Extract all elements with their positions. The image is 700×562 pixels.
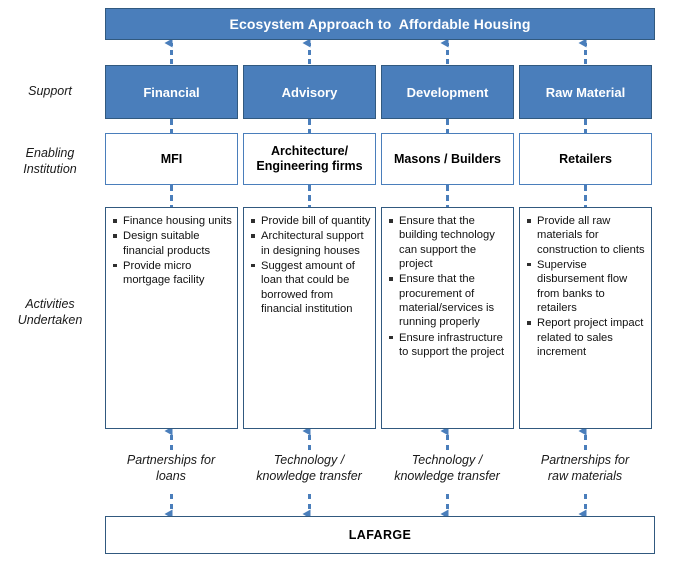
support-box-raw-material[interactable]: Raw Material [519, 65, 652, 119]
activities-list: Provide bill of quantity Architectural s… [246, 214, 371, 316]
list-item: Provide bill of quantity [246, 214, 371, 228]
row-label-support: Support [28, 84, 72, 98]
list-item: Design suitable financial products [108, 229, 233, 258]
diagram-title: Ecosystem Approach to Affordable Housing [105, 8, 655, 40]
support-to-title-arrows [164, 38, 587, 64]
row-label-enabling-institution: Enabling Institution [23, 146, 77, 176]
activities-box-financial[interactable]: Finance housing units Design suitable fi… [105, 207, 238, 429]
activities-box-development[interactable]: Ensure that the building technology can … [381, 207, 514, 429]
row-label-activities-undertaken: Activities Undertaken [17, 297, 83, 327]
connector-label-partnerships-for-loans: Partnerships for loans [126, 453, 216, 484]
list-item: Ensure that the building technology can … [384, 214, 509, 271]
activities-box-advisory[interactable]: Provide bill of quantity Architectural s… [243, 207, 376, 429]
activities-list: Provide all raw materials for constructi… [522, 214, 647, 359]
enabling-box-retailers[interactable]: Retailers [519, 133, 652, 185]
connector-label-technology-knowledge-transfer-advisory: Technology / knowledge transfer [256, 453, 362, 484]
lafarge-down-arrows [164, 494, 587, 519]
list-item: Finance housing units [108, 214, 233, 228]
support-box-financial[interactable]: Financial [105, 65, 238, 119]
list-item: Ensure infrastructure to support the pro… [384, 331, 509, 360]
list-item: Report project impact related to sales i… [522, 316, 647, 359]
support-box-development[interactable]: Development [381, 65, 514, 119]
support-to-enabling-links [170, 119, 587, 133]
enabling-box-masons-builders[interactable]: Masons / Builders [381, 133, 514, 185]
activities-box-raw-material[interactable]: Provide all raw materials for constructi… [519, 207, 652, 429]
list-item: Ensure that the procurement of material/… [384, 272, 509, 329]
connector-label-partnerships-for-raw-materials: Partnerships for raw materials [540, 453, 630, 484]
activities-list: Ensure that the building technology can … [384, 214, 509, 359]
connector-label-technology-knowledge-transfer-development: Technology / knowledge transfer [394, 453, 500, 484]
list-item: Suggest amount of loan that could be bor… [246, 259, 371, 316]
bottom-box-lafarge[interactable]: LAFARGE [105, 516, 655, 554]
support-box-advisory[interactable]: Advisory [243, 65, 376, 119]
list-item: Provide all raw materials for constructi… [522, 214, 647, 257]
activities-list: Finance housing units Design suitable fi… [108, 214, 233, 288]
enabling-box-architecture-engineering-firms[interactable]: Architecture/ Engineering firms [243, 133, 376, 185]
list-item: Architectural support in designing house… [246, 229, 371, 258]
list-item: Supervise disbursement flow from banks t… [522, 258, 647, 315]
enabling-to-activities-links [170, 185, 587, 207]
enabling-box-mfi[interactable]: MFI [105, 133, 238, 185]
list-item: Provide micro mortgage facility [108, 259, 233, 288]
activities-up-arrows [164, 426, 587, 450]
